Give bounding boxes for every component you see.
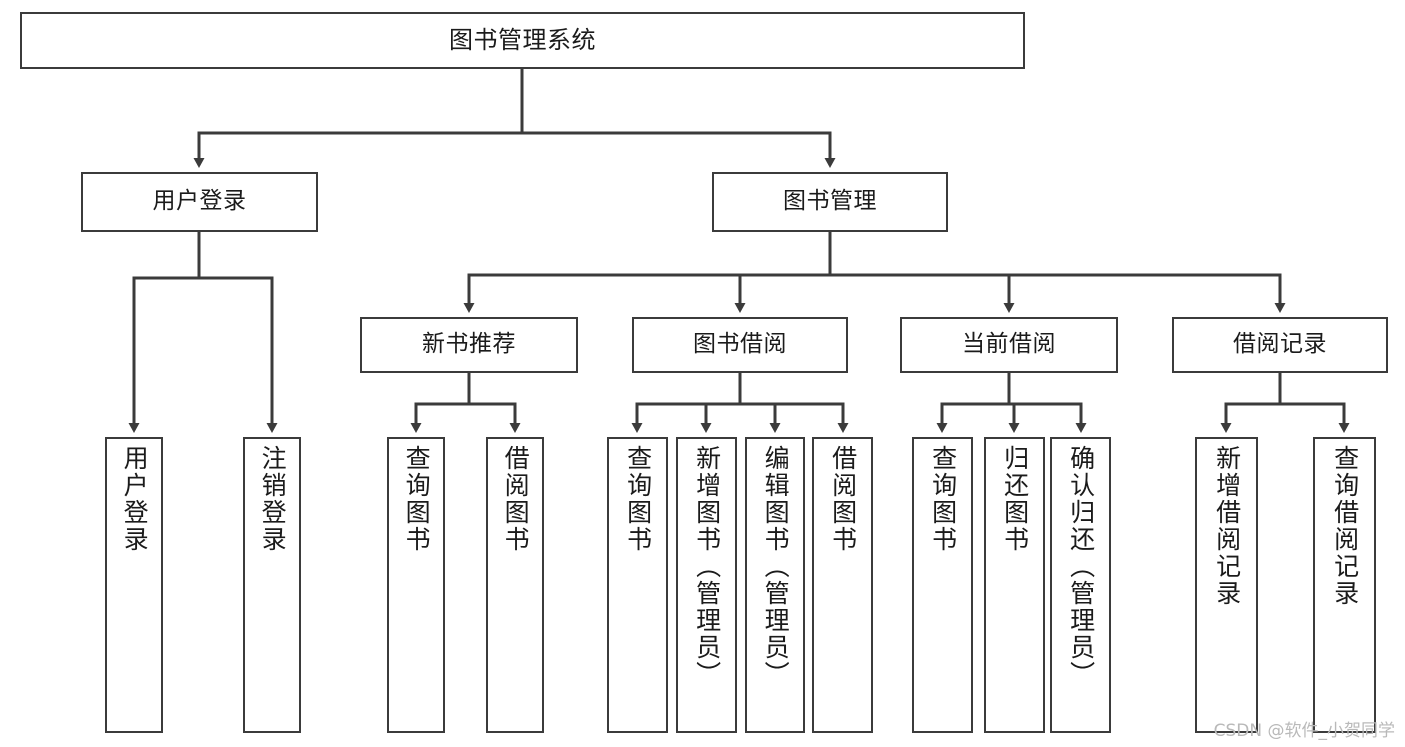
node-level3-new-book-recommend[interactable]: 新书推荐 [360, 317, 578, 373]
node-label: 图书借阅 [693, 331, 787, 358]
node-label: 图书管理 [783, 188, 877, 215]
node-leaf-query-book-current[interactable]: 查询图书 [912, 437, 973, 733]
node-label: 确认归还（管理员） [1066, 445, 1096, 688]
node-label: 归还图书 [1000, 445, 1030, 553]
node-label: 查询图书 [623, 445, 653, 553]
node-level2-book-management[interactable]: 图书管理 [712, 172, 948, 232]
node-label: 用户登录 [120, 445, 150, 553]
watermark: CSDN @软件_小贺同学 [1213, 721, 1395, 741]
node-leaf-borrow-book-rec[interactable]: 借阅图书 [486, 437, 544, 733]
node-leaf-query-book[interactable]: 查询图书 [607, 437, 668, 733]
node-label: 借阅图书 [828, 445, 858, 553]
node-label: 注销登录 [258, 445, 288, 553]
node-label: 借阅图书 [501, 445, 531, 553]
node-level3-book-borrow[interactable]: 图书借阅 [632, 317, 848, 373]
node-level3-current-borrow[interactable]: 当前借阅 [900, 317, 1118, 373]
node-root[interactable]: 图书管理系统 [20, 12, 1025, 69]
node-leaf-add-book-admin[interactable]: 新增图书（管理员） [676, 437, 737, 733]
node-leaf-user-login[interactable]: 用户登录 [105, 437, 163, 733]
node-label: 借阅记录 [1233, 331, 1327, 358]
node-label: 新增图书（管理员） [692, 445, 722, 688]
node-level3-borrow-record[interactable]: 借阅记录 [1172, 317, 1388, 373]
node-label: 新增借阅记录 [1212, 445, 1242, 607]
node-label: 新书推荐 [422, 331, 516, 358]
node-label: 当前借阅 [962, 331, 1056, 358]
node-leaf-add-borrow-record[interactable]: 新增借阅记录 [1195, 437, 1258, 733]
node-leaf-logout[interactable]: 注销登录 [243, 437, 301, 733]
node-leaf-edit-book-admin[interactable]: 编辑图书（管理员） [745, 437, 805, 733]
node-leaf-borrow-book[interactable]: 借阅图书 [812, 437, 873, 733]
node-label: 查询图书 [402, 445, 432, 553]
node-leaf-return-book[interactable]: 归还图书 [984, 437, 1045, 733]
node-label: 查询借阅记录 [1330, 445, 1360, 607]
node-leaf-query-borrow-record[interactable]: 查询借阅记录 [1313, 437, 1376, 733]
node-leaf-query-book-rec[interactable]: 查询图书 [387, 437, 445, 733]
node-label: 图书管理系统 [449, 26, 596, 55]
node-label: 查询图书 [928, 445, 958, 553]
node-label: 编辑图书（管理员） [761, 445, 791, 688]
node-leaf-confirm-return-admin[interactable]: 确认归还（管理员） [1050, 437, 1111, 733]
node-level2-user-login[interactable]: 用户登录 [81, 172, 318, 232]
node-label: 用户登录 [152, 188, 247, 215]
